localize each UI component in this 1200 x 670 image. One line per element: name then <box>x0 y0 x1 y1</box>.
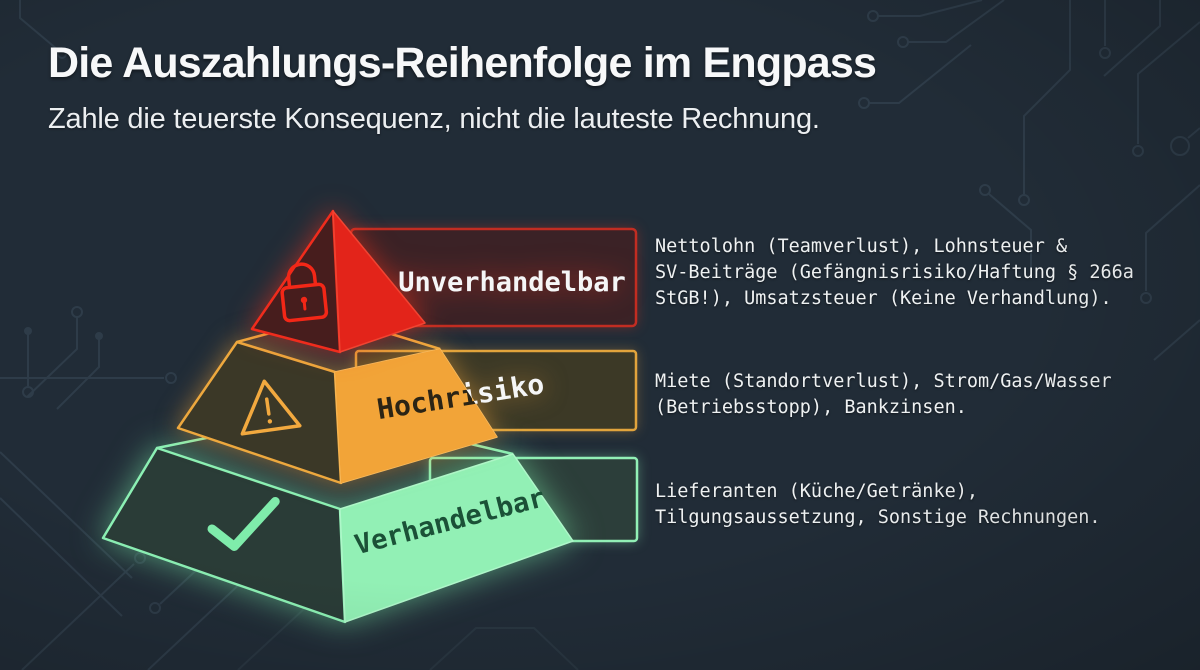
description-line: Nettolohn (Teamverlust), Lohnsteuer & <box>655 236 1068 257</box>
tier-description-hochrisiko: Miete (Standortverlust), Strom/Gas/Wasse… <box>655 369 1160 421</box>
header: Die Auszahlungs-Reihenfolge im Engpass Z… <box>48 36 877 138</box>
description-line: Lieferanten (Küche/Getränke), <box>655 481 979 502</box>
tier-description-unverhandelbar: Nettolohn (Teamverlust), Lohnsteuer & SV… <box>655 234 1160 312</box>
tier-label-unverhandelbar: Unverhandelbar <box>398 267 626 298</box>
tier-description-verhandelbar: Lieferanten (Küche/Getränke), Tilgungsau… <box>655 479 1160 531</box>
description-line: (Betriebsstopp), Bankzinsen. <box>655 397 967 418</box>
description-line: Miete (Standortverlust), Strom/Gas/Wasse… <box>655 371 1112 392</box>
check-icon <box>207 496 280 551</box>
lock-icon <box>280 262 329 323</box>
tier-verhandelbar: Verhandelbar <box>101 410 574 624</box>
description-line: Tilgungsaussetzung, Sonstige Rechnungen. <box>655 507 1101 528</box>
page-subtitle: Zahle die teuerste Konsequenz, nicht die… <box>48 103 820 135</box>
page-title: Die Auszahlungs-Reihenfolge im Engpass <box>48 39 877 87</box>
tier-unverhandelbar: Unverhandelbar <box>250 209 626 354</box>
warning-icon <box>240 379 302 436</box>
description-line: StGB!), Umsatzsteuer (Keine Verhandlung)… <box>655 288 1112 309</box>
description-line: SV-Beiträge (Gefängnisrisiko/Haftung § 2… <box>655 262 1134 283</box>
